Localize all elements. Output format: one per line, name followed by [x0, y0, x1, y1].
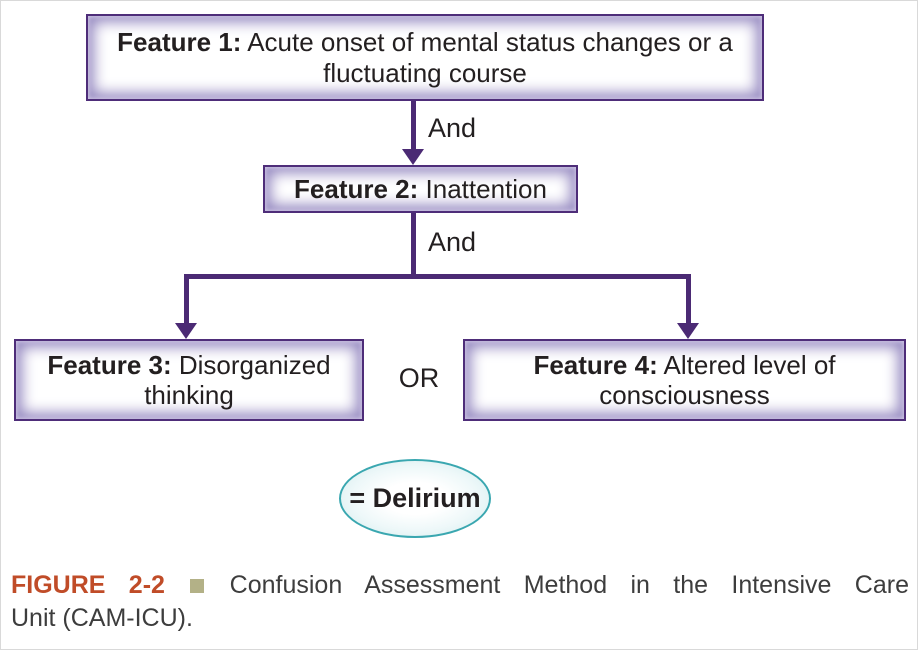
connector-label-and-1: And: [428, 113, 477, 143]
figure-caption-line2: Unit (CAM-ICU).: [11, 604, 193, 632]
connector-branch-left-line: [184, 274, 189, 324]
node-feature1-box: Feature 1: Acute onset of mental status …: [86, 14, 764, 101]
connector-feature1-feature2-line: [411, 101, 416, 151]
node-feature4-label-text: Altered level of consciousness: [599, 349, 836, 410]
node-feature4-box: Feature 4: Altered level of consciousnes…: [463, 339, 906, 421]
result-delirium-label: = Delirium: [349, 483, 481, 513]
node-feature3-label: Feature 3: Disorganized thinking: [24, 350, 354, 410]
connector-label-or: OR: [398, 363, 440, 393]
connector-branch-horizontal-line: [184, 274, 691, 279]
connector-label-and-2: And: [428, 227, 477, 257]
node-feature1-label: Feature 1: Acute onset of mental status …: [100, 27, 750, 87]
figure-caption-line1: FIGURE 2-2 Confusion Assessment Method i…: [11, 569, 909, 602]
connector-branch-right-line: [686, 274, 691, 324]
arrowhead-to-feature2-icon: [402, 149, 424, 165]
node-feature3-label-text: Disorganized thinking: [144, 349, 331, 410]
figure-caption-text: Confusion Assessment Method in the Inten…: [229, 571, 909, 599]
arrowhead-to-feature4-icon: [677, 323, 699, 339]
connector-feature2-branch-stem: [411, 213, 416, 279]
caption-square-bullet-icon: [190, 579, 205, 593]
node-feature4-label-bold: Feature 4:: [533, 349, 658, 380]
result-delirium-ellipse: = Delirium: [339, 459, 491, 538]
node-feature3-box: Feature 3: Disorganized thinking: [14, 339, 364, 421]
node-feature3-label-bold: Feature 3:: [47, 349, 172, 380]
figure-caption-number: FIGURE 2-2: [11, 571, 165, 599]
arrowhead-to-feature3-icon: [175, 323, 197, 339]
figure-caption: FIGURE 2-2 Confusion Assessment Method i…: [11, 569, 909, 635]
node-feature2-label: Feature 2: Inattention: [294, 174, 547, 204]
node-feature2-box: Feature 2: Inattention: [263, 165, 578, 213]
node-feature2-label-text: Inattention: [418, 173, 547, 204]
node-feature1-label-bold: Feature 1:: [117, 27, 242, 58]
node-feature2-label-bold: Feature 2:: [294, 173, 419, 204]
node-feature1-label-text: Acute onset of mental status changes or …: [241, 27, 733, 88]
node-feature4-label: Feature 4: Altered level of consciousnes…: [475, 350, 895, 410]
